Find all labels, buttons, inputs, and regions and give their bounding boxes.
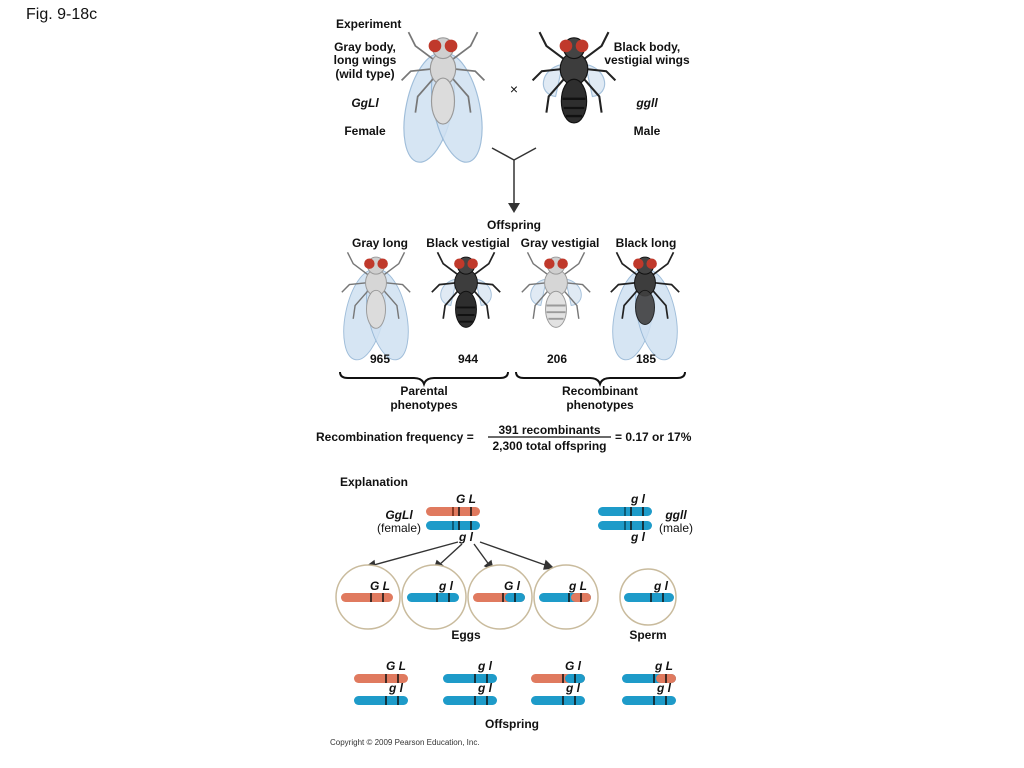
- female-chromosome-pair: [426, 507, 480, 530]
- female-genotype: GgLl: [351, 96, 379, 110]
- offspring-pair-1-bottom: g l: [389, 681, 403, 695]
- female-sex-label: Female: [344, 124, 386, 138]
- recombinant-label-line-1: Recombinant: [561, 384, 638, 398]
- offspring-pair-1-top: G L: [386, 659, 406, 673]
- count-black-vestigial: 944: [457, 352, 479, 366]
- female-phenotype-line-3: (wild type): [335, 67, 395, 81]
- female-alleles-top: G L: [456, 492, 476, 506]
- offspring-fly-gray-vestigial: [520, 251, 592, 329]
- offspring-fly-black-long: [604, 251, 686, 365]
- recombinant-label-line-2: phenotypes: [566, 398, 634, 412]
- egg-4-alleles: g L: [569, 579, 587, 593]
- offspring-title: Offspring: [487, 218, 541, 232]
- count-gray-long: 965: [369, 352, 391, 366]
- female-alleles-bottom: g l: [459, 530, 473, 544]
- explanation-title: Explanation: [340, 475, 409, 489]
- recombination-numerator: 391 recombinants: [498, 423, 601, 437]
- female-fly-illustration: [394, 31, 492, 168]
- male-alleles-bottom: g l: [631, 530, 645, 544]
- count-black-long: 185: [635, 352, 657, 366]
- offspring-pair-2-bottom: g l: [478, 681, 492, 695]
- male-chromosome-pair: [598, 507, 652, 530]
- offspring-label-gray-vestigial: Gray vestigial: [520, 236, 600, 250]
- parental-label-line-1: Parental: [400, 384, 448, 398]
- recombination-prefix: Recombination frequency =: [316, 430, 474, 444]
- cross-arrow: [491, 147, 537, 204]
- figure-label: Fig. 9-18c: [26, 6, 98, 23]
- copyright-notice: Copyright © 2009 Pearson Education, Inc.: [330, 738, 480, 747]
- egg-1-alleles: G L: [370, 579, 390, 593]
- egg-2-alleles: g l: [439, 579, 453, 593]
- offspring-pair-4-bottom: g l: [657, 681, 671, 695]
- offspring-fly-black-vestigial: [430, 251, 502, 329]
- recombination-result: = 0.17 or 17%: [615, 430, 692, 444]
- male-genotype: ggll: [636, 96, 658, 110]
- offspring-fly-gray-long: [335, 251, 417, 365]
- male-phenotype-line-2: vestigial wings: [604, 53, 690, 67]
- offspring-pair-3-top: G l: [564, 659, 581, 673]
- offspring-pair-4-top: g L: [655, 659, 673, 673]
- offspring-label-black-long: Black long: [615, 236, 677, 250]
- female-phenotype-line-1: Gray body,: [334, 40, 396, 54]
- cross-arrowhead: [508, 203, 520, 213]
- male-sex-label: Male: [633, 124, 661, 138]
- sperm-alleles: g l: [654, 579, 668, 593]
- explanation-female-genotype: GgLl: [385, 508, 413, 522]
- male-phenotype-line-1: Black body,: [613, 40, 681, 54]
- count-gray-vestigial: 206: [546, 352, 568, 366]
- explanation-female-label: (female): [376, 521, 421, 535]
- egg-chromosomes: [341, 593, 674, 602]
- recombinant-brace: [515, 371, 686, 388]
- explanation-male-label: (male): [658, 521, 693, 535]
- offspring-chromosomes: [354, 674, 676, 705]
- recombination-denominator: 2,300 total offspring: [492, 439, 607, 453]
- female-phenotype-line-2: long wings: [333, 53, 397, 67]
- offspring-pair-3-bottom: g l: [566, 681, 580, 695]
- offspring-label-black-vestigial: Black vestigial: [426, 236, 510, 250]
- experiment-title: Experiment: [336, 17, 402, 31]
- parental-brace: [339, 371, 509, 388]
- egg-3-alleles: G l: [503, 579, 520, 593]
- explanation-male-genotype: ggll: [665, 508, 687, 522]
- parental-label-line-2: phenotypes: [390, 398, 458, 412]
- eggs-label: Eggs: [451, 628, 481, 642]
- egg-cells: [335, 564, 677, 630]
- male-alleles-top: g l: [631, 492, 645, 506]
- offspring-pair-2-top: g l: [478, 659, 492, 673]
- explanation-offspring-label: Offspring: [485, 717, 539, 731]
- meiosis-arrows: [364, 541, 555, 572]
- offspring-label-gray-long: Gray long: [351, 236, 408, 250]
- sperm-label: Sperm: [629, 628, 667, 642]
- cross-symbol: ×: [509, 81, 519, 97]
